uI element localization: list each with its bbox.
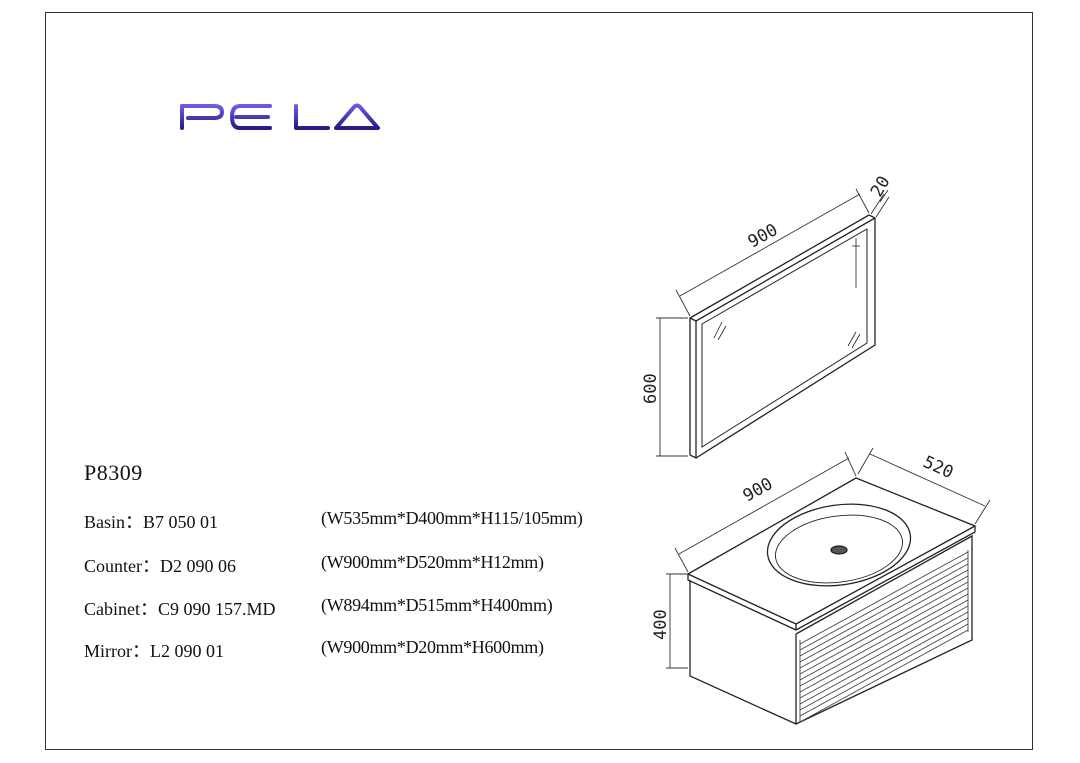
mirror-dimension-lines bbox=[656, 188, 890, 457]
model-number: P8309 bbox=[84, 460, 143, 485]
mirror-width-label: 900 bbox=[745, 220, 782, 252]
spec-dimensions: (W535mm*D400mm*H115/105mm) bbox=[321, 508, 583, 528]
spec-label: Cabinet：C9 090 157.MD bbox=[84, 599, 276, 619]
drawing-border bbox=[45, 12, 1033, 750]
vanity-width-label: 900 bbox=[740, 474, 777, 506]
spec-dimensions: (W900mm*D20mm*H600mm) bbox=[321, 637, 544, 657]
vanity-depth-label: 520 bbox=[920, 452, 956, 483]
spec-label: Mirror：L2 090 01 bbox=[84, 641, 224, 661]
spec-dimensions: (W900mm*D520mm*H12mm) bbox=[321, 552, 544, 572]
mirror-depth-label: 20 bbox=[867, 173, 895, 201]
mirror-drawing bbox=[689, 214, 876, 459]
spec-dimensions: (W894mm*D515mm*H400mm) bbox=[321, 595, 553, 615]
cabinet-fluted-front bbox=[799, 550, 969, 723]
spec-label: Counter：D2 090 06 bbox=[84, 556, 236, 576]
vanity-height-label: 400 bbox=[651, 609, 671, 640]
spec-label: Basin：B7 050 01 bbox=[84, 512, 219, 532]
peila-logo bbox=[180, 103, 380, 130]
mirror-height-label: 600 bbox=[641, 373, 661, 404]
vanity-drawing bbox=[687, 477, 976, 726]
vanity-dimension-lines bbox=[666, 447, 991, 669]
